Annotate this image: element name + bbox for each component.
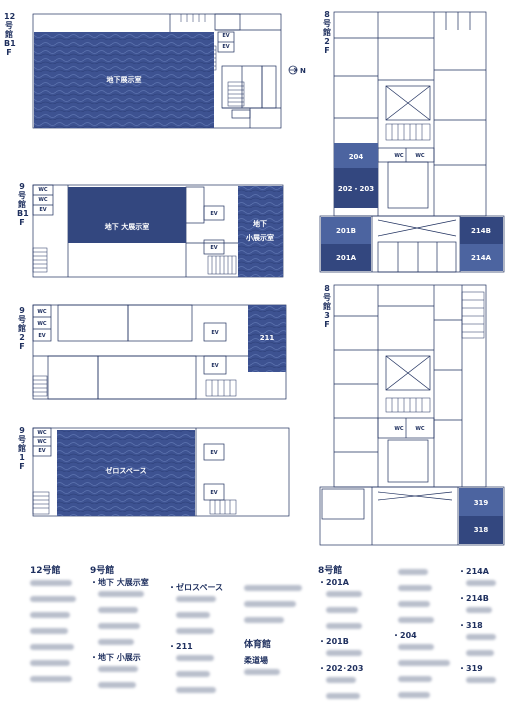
room-318 xyxy=(459,516,503,544)
legend-8c: ・214A ・214B ・318 ・319 xyxy=(458,566,496,690)
room-b9-big xyxy=(68,187,186,243)
svg-text:EV: EV xyxy=(222,44,229,50)
label-b12-main: 地下展示室 xyxy=(107,75,142,84)
room-202 xyxy=(334,168,378,208)
legend-9b: ・ゼロスペース ・211 xyxy=(168,582,223,700)
legend-12: 12号館 xyxy=(30,566,76,689)
room-zero xyxy=(57,430,195,516)
label-b9-small-2: 小展示室 xyxy=(245,233,274,242)
label-b9-small-1: 地下 xyxy=(253,219,267,228)
svg-text:WC: WC xyxy=(37,439,47,445)
label-211: 211 xyxy=(260,334,275,342)
svg-text:EV: EV xyxy=(38,448,45,454)
svg-text:EV: EV xyxy=(211,330,218,336)
plan-9-2f xyxy=(32,304,287,400)
floor-maps: N 地下展示室 地下 大展示室 地下 小展示室 211 ゼロスペース 204 2… xyxy=(32,11,505,546)
svg-text:WC: WC xyxy=(38,187,48,193)
svg-text:WC: WC xyxy=(38,197,48,203)
label-201a: 201A xyxy=(336,254,357,262)
svg-text:EV: EV xyxy=(39,207,46,213)
svg-text:WC: WC xyxy=(37,430,47,436)
legend-9: 9号館 ・地下 大展示室 ・地下 小展示 xyxy=(90,566,149,695)
svg-text:WC: WC xyxy=(37,309,47,315)
legend-8: 8号館 ・201A ・201B ・202･203 xyxy=(318,566,363,706)
svg-text:WC: WC xyxy=(415,153,425,159)
room-201b xyxy=(321,217,371,244)
label-318: 318 xyxy=(474,526,489,534)
label-214b: 214B xyxy=(471,227,491,235)
room-b12-main xyxy=(34,32,214,128)
room-319 xyxy=(459,488,503,516)
legend-8b: ・204 xyxy=(392,566,450,705)
svg-text:N: N xyxy=(300,67,306,75)
north-arrow-icon: N xyxy=(288,65,306,75)
svg-text:EV: EV xyxy=(210,490,217,496)
room-214a xyxy=(460,244,503,271)
label-zero: ゼロスペース xyxy=(105,466,146,475)
svg-text:EV: EV xyxy=(210,450,217,456)
svg-text:EV: EV xyxy=(211,363,218,369)
svg-text:EV: EV xyxy=(222,33,229,39)
svg-text:EV: EV xyxy=(210,211,217,217)
label-214a: 214A xyxy=(471,254,492,262)
svg-text:EV: EV xyxy=(210,245,217,251)
label-319: 319 xyxy=(474,499,489,507)
svg-text:EV: EV xyxy=(38,333,45,339)
room-b9-small xyxy=(238,186,283,277)
room-201a xyxy=(321,244,371,271)
legend-gym: 体育館 柔道場 xyxy=(244,582,302,682)
plan-8-3f xyxy=(319,284,505,546)
svg-text:WC: WC xyxy=(394,426,404,432)
room-211 xyxy=(248,305,286,372)
label-b9-big: 地下 大展示室 xyxy=(105,222,149,231)
label-204: 204 xyxy=(349,153,364,161)
room-214b xyxy=(460,217,503,244)
svg-text:WC: WC xyxy=(415,426,425,432)
label-202: 202・203 xyxy=(338,185,374,193)
label-201b: 201B xyxy=(336,227,356,235)
svg-text:WC: WC xyxy=(37,321,47,327)
svg-text:WC: WC xyxy=(394,153,404,159)
room-204 xyxy=(334,143,378,168)
